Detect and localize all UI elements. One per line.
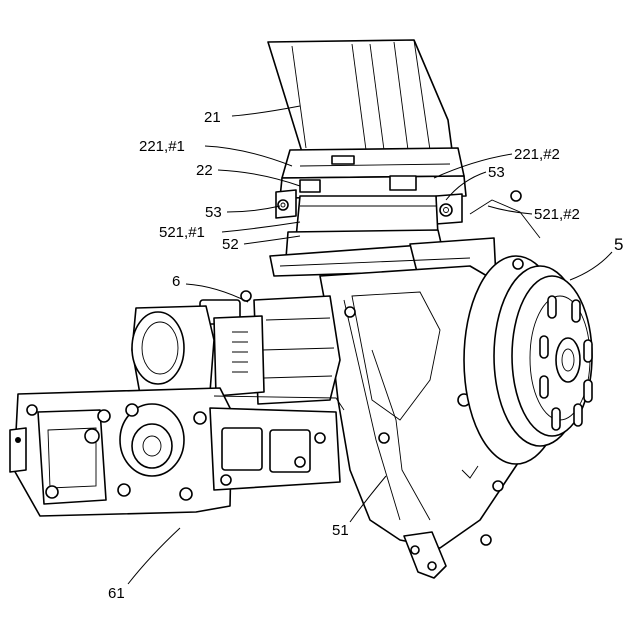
bracket-53-right — [436, 194, 462, 224]
duct-21 — [268, 40, 452, 152]
label-221-2: 221,#2 — [514, 146, 560, 163]
label-53-right: 53 — [488, 164, 505, 181]
leader-221-1 — [205, 146, 292, 166]
motor-5 — [464, 191, 592, 464]
label-53-left: 53 — [205, 204, 222, 221]
leader-521-1 — [222, 222, 300, 232]
label-52: 52 — [222, 236, 239, 253]
label-22: 22 — [196, 162, 213, 179]
label-521-2: 521,#2 — [534, 206, 580, 223]
leader-521-2 — [488, 206, 532, 214]
label-5: 5 — [614, 235, 623, 254]
connector-22 — [280, 148, 466, 198]
label-51: 51 — [332, 522, 349, 539]
label-521-1: 521,#1 — [159, 224, 205, 241]
label-61: 61 — [108, 585, 125, 602]
leader-61 — [128, 528, 180, 584]
pipe-6 — [200, 291, 340, 404]
label-221-1: 221,#1 — [139, 138, 185, 155]
label-21: 21 — [204, 109, 221, 126]
leader-53-left — [227, 206, 280, 212]
bracket-53-left — [276, 190, 296, 218]
leader-5 — [570, 252, 612, 280]
label-6: 6 — [172, 273, 180, 290]
